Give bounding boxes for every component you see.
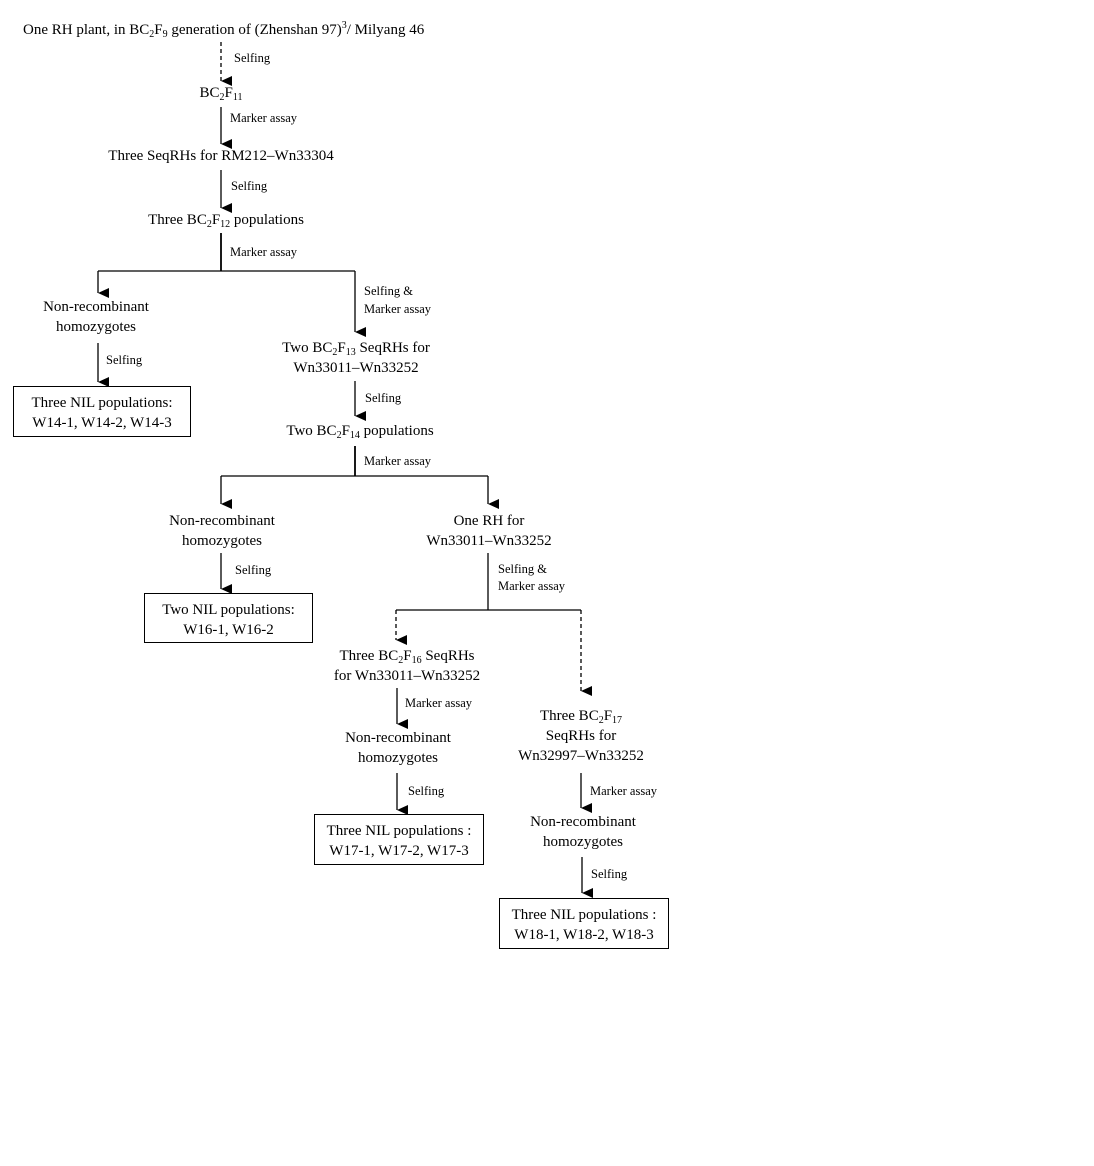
nil-w18-line-2: W18-1, W18-2, W18-3 (514, 927, 654, 943)
one-rh-node: One RH for Wn33011–Wn33252 (426, 511, 551, 551)
bc2f17-sub-1: 2 (598, 715, 604, 726)
origin-sub-1: 2 (149, 29, 155, 40)
edge-label-selfing-6: Selfing (408, 784, 445, 798)
bc2f14-text-a: Two BC (286, 423, 337, 439)
origin-text-a: One RH plant, in BC (23, 22, 150, 38)
bc2f12-text-c: populations (230, 212, 304, 228)
bc2f11-sub-2: 11 (232, 92, 243, 103)
origin-text-b: F (154, 22, 163, 38)
bc2f16-text-c: SeqRHs (421, 648, 475, 664)
bc2f11-text-a: BC (199, 85, 220, 101)
origin-text-c: generation of (Zhenshan 97) (167, 22, 342, 38)
bc2f14-sub-2: 14 (349, 430, 360, 441)
origin-sup: 3 (341, 20, 347, 31)
nil-w17-box: Three NIL populations : W17-1, W17-2, W1… (314, 814, 484, 865)
bc2f16-text-a: Three BC (339, 648, 399, 664)
one-rh-line-2: Wn33011–Wn33252 (426, 533, 552, 549)
edge-label-selfing-1: Selfing (234, 51, 271, 65)
nonrec-2-line-1: Non-recombinant (169, 513, 275, 529)
bc2f16-sub-1: 2 (398, 655, 404, 666)
bc2f14-sub-1: 2 (336, 430, 342, 441)
bc2f17-line-2: SeqRHs for (545, 728, 617, 744)
edge-label-marker-assay-1: Marker assay (230, 111, 297, 125)
nil-w17-line-1: Three NIL populations : (326, 823, 472, 839)
nil-w18-box: Three NIL populations : W18-1, W18-2, W1… (499, 898, 669, 949)
edge-label-marker-assay-4: Marker assay (364, 454, 431, 468)
two-bc2f13-node: Two BC2F13 SeqRHs for Wn33011–Wn33252 (282, 338, 430, 378)
bc2f16-line-2: for Wn33011–Wn33252 (333, 668, 481, 684)
edge-label-marker-assay-7: Marker assay (590, 784, 657, 798)
nil-w16-line-2: W16-1, W16-2 (183, 622, 274, 638)
origin-sub-2: 9 (162, 29, 168, 40)
nonrec-3-node: Non-recombinant homozygotes (345, 728, 451, 768)
edge-label-marker-assay-2: Marker assay (230, 245, 297, 259)
bc2f16-sub-2: 16 (411, 655, 422, 666)
three-bc2f17-node: Three BC2F17 SeqRHs for Wn32997–Wn33252 (518, 706, 644, 766)
bc2f14-text-c: populations (359, 423, 434, 439)
bc2f12-text-b: F (211, 212, 221, 228)
edge-label-selfing-7: Selfing (591, 867, 628, 881)
origin-text-d: / Milyang 46 (346, 22, 425, 38)
nil-w16-box: Two NIL populations: W16-1, W16-2 (144, 593, 313, 643)
bc2f17-text-b: F (603, 708, 613, 724)
nonrec-2-line-2: homozygotes (182, 533, 262, 549)
bc2f13-text-b: F (337, 340, 346, 356)
three-seqrhs-node: Three SeqRHs for RM212–Wn33304 (108, 148, 334, 164)
nonrec-3-line-2: homozygotes (358, 750, 438, 766)
nonrec-4-line-2: homozygotes (543, 834, 623, 850)
bc2f17-text-a: Three BC (539, 708, 599, 724)
edge-label-selfing-2: Selfing (231, 179, 268, 193)
nil-w17-line-2: W17-1, W17-2, W17-3 (329, 843, 469, 859)
bc2f13-text-c: SeqRHs for (355, 340, 430, 356)
edge-label-selfing-and-1: Selfing & (364, 284, 413, 298)
bc2f12-sub-1: 2 (206, 219, 212, 230)
nonrec-1-node: Non-recombinant homozygotes (43, 297, 149, 337)
nonrec-2-node: Non-recombinant homozygotes (169, 511, 275, 551)
bc2f13-line-2: Wn33011–Wn33252 (293, 360, 419, 376)
edge-label-selfing-3: Selfing (106, 353, 143, 367)
edge-label-marker-assay-6: Marker assay (405, 696, 472, 710)
edge-label-selfing-5: Selfing (235, 563, 272, 577)
edge-label-selfing-4: Selfing (365, 391, 402, 405)
edge-label-marker-assay-5: Marker assay (498, 579, 565, 593)
nil-w14-line-2: W14-1, W14-2, W14-3 (32, 415, 172, 431)
nonrec-4-node: Non-recombinant homozygotes (530, 812, 636, 852)
bc2f14-text-b: F (341, 423, 350, 439)
nil-w14-line-1: Three NIL populations: (31, 395, 173, 411)
bc2f13-sub-2: 13 (345, 347, 356, 358)
origin-node: One RH plant, in BC2F9 generation of (Zh… (23, 20, 424, 40)
bc2f13-text-a: Two BC (282, 340, 333, 356)
nonrec-1-line-2: homozygotes (56, 319, 136, 335)
bc2f17-sub-2: 17 (612, 715, 623, 726)
bc2f11-sub-1: 2 (219, 92, 225, 103)
nonrec-4-line-1: Non-recombinant (530, 814, 636, 830)
two-bc2f14-node: Two BC2F14 populations (286, 421, 433, 441)
edge-label-marker-assay-3: Marker assay (364, 302, 431, 316)
edge-label-selfing-and-2: Selfing & (498, 562, 547, 576)
bc2f12-text-a: Three BC (148, 212, 207, 228)
bc2f16-text-b: F (403, 648, 412, 664)
nil-w16-line-1: Two NIL populations: (162, 602, 295, 618)
bc2f11-node: BC2F11 (200, 83, 243, 103)
one-rh-line-1: One RH for (453, 513, 525, 529)
bc2f11-text-b: F (224, 85, 233, 101)
bc2f13-sub-1: 2 (332, 347, 338, 358)
nil-w14-box: Three NIL populations: W14-1, W14-2, W14… (13, 386, 191, 437)
three-bc2f12-node: Three BC2F12 populations (148, 210, 304, 230)
nil-w18-line-1: Three NIL populations : (511, 907, 657, 923)
three-bc2f16-node: Three BC2F16 SeqRHs for Wn33011–Wn33252 (334, 646, 480, 686)
nonrec-1-line-1: Non-recombinant (43, 299, 149, 315)
nonrec-3-line-1: Non-recombinant (345, 730, 451, 746)
bc2f12-sub-2: 12 (220, 219, 231, 230)
bc2f17-line-3: Wn32997–Wn33252 (518, 748, 644, 764)
